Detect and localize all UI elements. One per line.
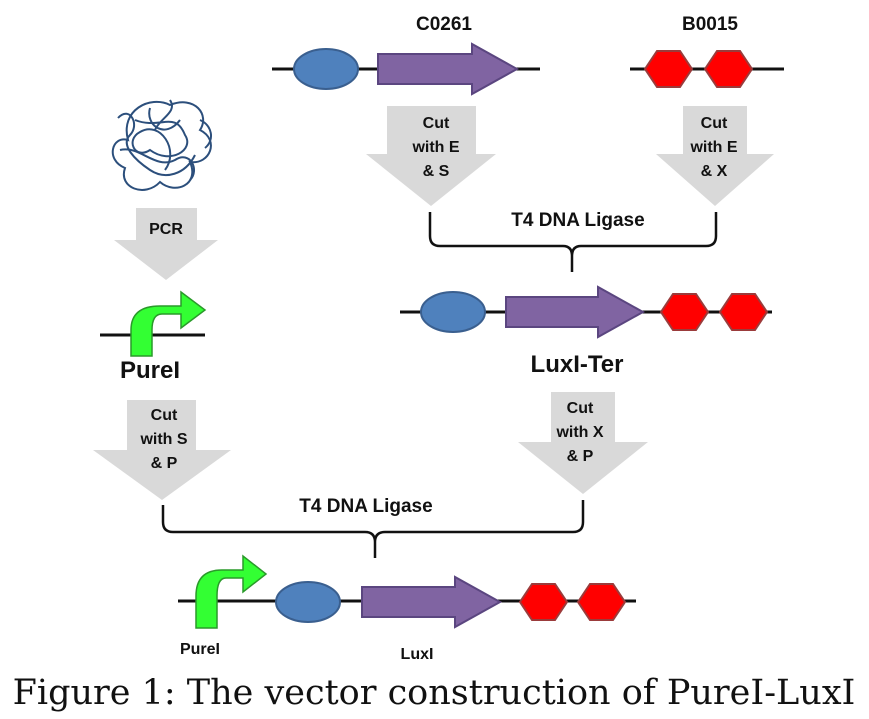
rbs-oval — [293, 48, 359, 90]
terminator-hexagon — [518, 583, 569, 621]
brace-line — [428, 212, 718, 272]
cut-xp-arrow: Cut with X & P — [518, 392, 648, 494]
b0015-label: B0015 — [682, 14, 738, 35]
c0261-label: C0261 — [416, 14, 472, 35]
process-arrow — [518, 392, 648, 494]
ligase-top-brace: T4 DNA Ligase — [428, 210, 718, 272]
terminator-hexagon — [718, 293, 769, 331]
cut-es-line-1: Cut — [423, 115, 450, 132]
rbs-oval — [275, 581, 341, 623]
terminator-hexagon — [576, 583, 627, 621]
terminator-hexagon — [703, 50, 754, 88]
gene-arrow — [505, 285, 646, 339]
cut-sp-arrow: Cut with S & P — [93, 400, 231, 500]
promoter-arrow-icon — [130, 290, 207, 357]
cut-xp-line-2: with X — [555, 424, 603, 441]
gene-arrow — [377, 42, 520, 96]
c0261-construct: C0261 — [272, 14, 540, 96]
pcr-label: PCR — [149, 221, 183, 238]
terminator-hexagon — [643, 50, 694, 88]
process-arrow — [366, 106, 496, 206]
luxi-ter-label: LuxI-Ter — [531, 351, 624, 378]
promoter-arrow-icon — [195, 554, 268, 629]
ligase-top-label: T4 DNA Ligase — [511, 210, 644, 231]
genomic-dna-icon — [111, 99, 212, 191]
cut-es-line-3: & S — [423, 163, 450, 180]
b0015-construct: B0015 — [630, 14, 784, 88]
process-arrow — [114, 208, 218, 280]
cut-ex-line-3: & X — [701, 163, 728, 180]
process-arrow — [656, 106, 774, 206]
cut-ex-line-2: with E — [689, 139, 737, 156]
final-construct: PureI LuxI — [178, 554, 636, 663]
brace-line — [161, 500, 585, 558]
rbs-oval — [420, 291, 486, 333]
figure-caption: Figure 1: The vector construction of Pur… — [13, 673, 856, 713]
cut-ex-arrow: Cut with E & X — [656, 106, 774, 206]
cut-es-arrow: Cut with E & S — [366, 106, 496, 206]
cut-sp-line-2: with S — [139, 431, 187, 448]
cut-ex-line-1: Cut — [701, 115, 728, 132]
cut-xp-line-3: & P — [567, 448, 594, 465]
pcr-arrow: PCR — [114, 208, 218, 280]
ligase-bottom-label: T4 DNA Ligase — [299, 496, 432, 517]
cut-es-line-2: with E — [411, 139, 459, 156]
cut-xp-line-1: Cut — [567, 400, 594, 417]
gene-arrow — [361, 575, 503, 629]
purel-top-label: PureI — [120, 357, 180, 384]
cut-sp-line-3: & P — [151, 455, 178, 472]
terminator-hexagon — [659, 293, 710, 331]
ligase-bottom-brace: T4 DNA Ligase — [161, 496, 585, 558]
purel-bottom-label: PureI — [180, 641, 220, 658]
luxi-ter-construct: LuxI-Ter — [400, 285, 772, 378]
luxi-bottom-label: LuxI — [401, 646, 434, 663]
process-arrow — [93, 400, 231, 500]
cut-sp-line-1: Cut — [151, 407, 178, 424]
purel-construct: PureI — [100, 290, 207, 384]
